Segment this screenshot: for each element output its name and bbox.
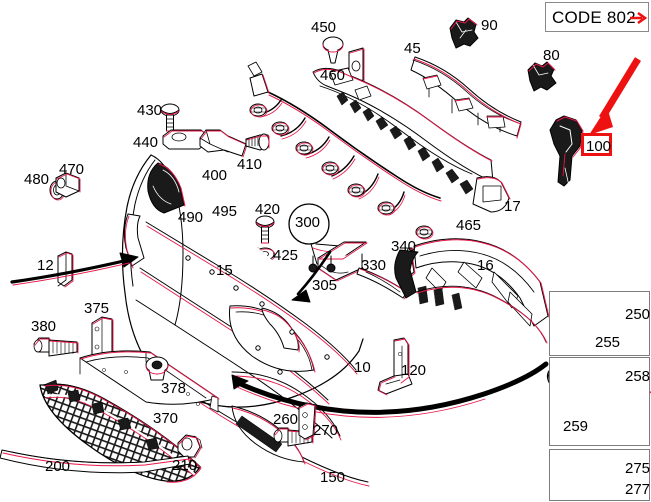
panel-callout-275: 275 — [625, 460, 651, 477]
part-150 — [0, 449, 192, 474]
part-120 — [377, 337, 413, 396]
callout-120: 120 — [401, 362, 427, 379]
panel-callout-255: 255 — [595, 334, 621, 351]
pointer-center — [291, 250, 332, 303]
callout-430: 430 — [137, 102, 163, 119]
sub-panel-250 — [549, 291, 650, 356]
sub-panel-258 — [549, 357, 650, 446]
part-45 — [410, 56, 522, 139]
panel-callout-258: 258 — [625, 368, 651, 385]
part-380 — [33, 337, 79, 357]
part-100 — [549, 115, 584, 187]
sub-panel-275 — [549, 449, 650, 501]
callout-375: 375 — [84, 300, 110, 317]
callout-260: 260 — [273, 411, 299, 428]
callout-490: 490 — [178, 209, 204, 226]
highlighted-part-number: 100 — [581, 133, 612, 156]
callout-90: 90 — [481, 17, 498, 34]
callout-150: 150 — [320, 469, 346, 486]
callout-270: 270 — [313, 422, 339, 439]
callout-440: 440 — [133, 134, 159, 151]
callout-378: 378 — [161, 380, 187, 397]
part-420 — [255, 215, 275, 244]
part-90 — [449, 17, 479, 49]
part-270 — [298, 402, 317, 441]
callout-330: 330 — [361, 257, 387, 274]
part-210 — [177, 434, 203, 459]
panel-callout-250: 250 — [625, 306, 651, 323]
callout-465: 465 — [456, 217, 482, 234]
part-80 — [527, 61, 557, 92]
callout-45: 45 — [404, 40, 421, 57]
code-label: CODE 802 — [552, 8, 636, 27]
right-arrow-icon — [630, 11, 648, 25]
part-260 — [273, 427, 314, 447]
panel-callout-259: 259 — [563, 418, 589, 435]
callout-380: 380 — [31, 318, 57, 335]
red-arrow-icon — [589, 57, 641, 135]
callout-80: 80 — [543, 47, 560, 64]
callout-300: 300 — [295, 214, 321, 231]
part-370 — [79, 350, 220, 413]
callout-200: 200 — [45, 458, 71, 475]
callout-305: 305 — [312, 277, 338, 294]
callout-340: 340 — [391, 238, 417, 255]
callout-15: 15 — [216, 262, 233, 279]
part-12 — [57, 251, 74, 288]
part-number-100: 100 — [586, 138, 612, 155]
code-badge: CODE 802 — [545, 2, 649, 32]
panel-callout-277: 277 — [625, 481, 651, 498]
part-430 — [160, 103, 180, 132]
callout-400: 400 — [202, 167, 228, 184]
part-410 — [245, 133, 270, 151]
callout-480: 480 — [24, 171, 50, 188]
callout-495: 495 — [212, 203, 238, 220]
callout-450: 450 — [311, 19, 337, 36]
part-10 — [121, 154, 370, 487]
callout-410: 410 — [237, 156, 263, 173]
part-375 — [91, 316, 114, 361]
callout-16: 16 — [477, 257, 494, 274]
part-465 — [247, 61, 442, 240]
part-17 — [312, 67, 511, 213]
callout-460: 460 — [320, 67, 346, 84]
part-305 — [308, 255, 336, 273]
part-450 — [322, 36, 344, 64]
callout-210: 210 — [172, 457, 198, 474]
pointer-bottom — [231, 361, 549, 418]
callout-470: 470 — [59, 161, 85, 178]
callout-17: 17 — [504, 198, 521, 215]
pointer-left — [10, 252, 139, 286]
callout-425: 425 — [273, 247, 299, 264]
callout-10: 10 — [354, 359, 371, 376]
callout-370: 370 — [153, 410, 179, 427]
part-378 — [145, 356, 169, 381]
part-16 — [394, 238, 550, 344]
callout-12: 12 — [37, 257, 54, 274]
part-400 — [199, 129, 248, 158]
callout-420: 420 — [255, 201, 281, 218]
